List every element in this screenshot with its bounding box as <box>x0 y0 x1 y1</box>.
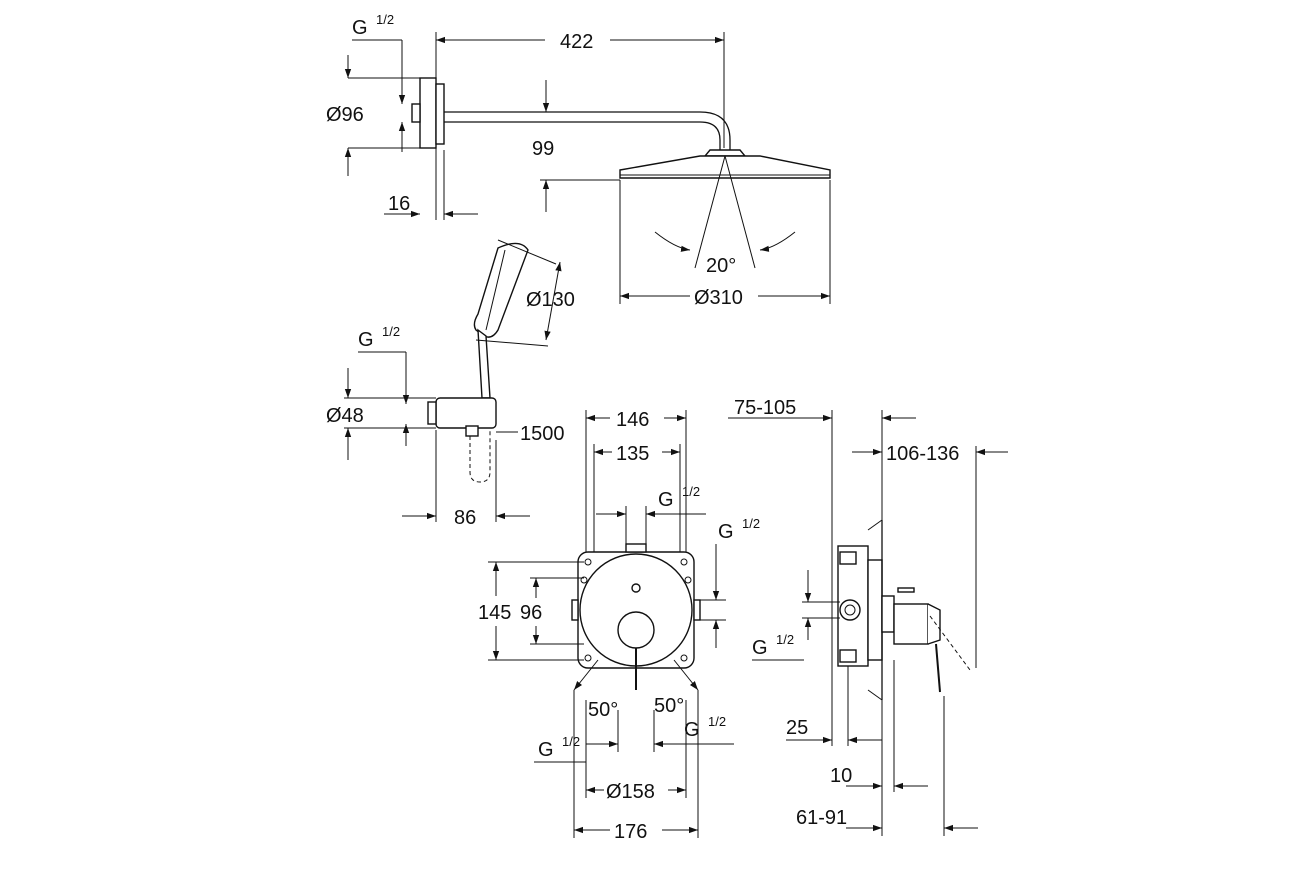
flange-nipple <box>411 103 421 123</box>
dim-g-half-7-frac: 1/2 <box>776 632 794 647</box>
dim-61-91: 61-91 <box>796 807 847 829</box>
dim-d310: Ø310 <box>694 287 743 309</box>
rain-shower-head <box>619 155 831 179</box>
dim-g-half-4-frac: 1/2 <box>742 516 760 531</box>
dim-145: 145 <box>478 602 511 624</box>
dim-g-half-1: G <box>352 17 368 39</box>
hose <box>469 428 491 483</box>
dim-g-half-5-frac: 1/2 <box>708 714 726 729</box>
dim-135: 135 <box>616 443 649 465</box>
dim-g-half-2-frac: 1/2 <box>382 324 400 339</box>
lever-housing <box>893 603 929 645</box>
dim-g-half-3-frac: 1/2 <box>682 484 700 499</box>
mixer-side-dimensions: 75-105 106-136 G 1/2 25 10 61-91 <box>728 397 1008 836</box>
dim-g-half-4: G <box>718 521 734 543</box>
dim-146: 146 <box>616 409 649 431</box>
mixer-side-view <box>837 519 971 701</box>
dim-g-half-2: G <box>358 329 374 351</box>
dim-10: 10 <box>830 765 852 787</box>
dim-422: 422 <box>560 31 593 53</box>
dim-106-136: 106-136 <box>886 443 959 465</box>
dim-g-half-5: G <box>684 719 700 741</box>
dim-16: 16 <box>388 193 410 215</box>
dim-d130: Ø130 <box>526 289 575 311</box>
dim-g-half-6-frac: 1/2 <box>562 734 580 749</box>
dim-50deg-right: 50° <box>654 695 684 717</box>
dim-20deg: 20° <box>706 255 736 277</box>
dim-d48: Ø48 <box>326 405 364 427</box>
dim-g-half-6: G <box>538 739 554 761</box>
dim-g-half-1-frac: 1/2 <box>376 12 394 27</box>
hand-shower-assembly <box>427 242 529 483</box>
dim-96-b: 96 <box>520 602 542 624</box>
dim-g-half-7: G <box>752 637 768 659</box>
mixer-handle-base <box>617 611 655 649</box>
wall-flange <box>419 77 437 149</box>
dim-d158: Ø158 <box>606 781 655 803</box>
hand-shower-dimensions: Ø130 G 1/2 Ø48 1500 86 <box>326 239 575 529</box>
mixer-front-view <box>571 543 701 691</box>
dim-d96: Ø96 <box>326 104 364 126</box>
arm-dimensions: 422 G 1/2 Ø96 16 99 20° Ø310 <box>326 12 831 309</box>
dim-99: 99 <box>532 138 554 160</box>
side-lever <box>935 643 941 693</box>
mixer-front-dimensions: 146 135 G 1/2 G 1/2 145 96 50° 50° <box>478 409 760 843</box>
shower-arm-assembly <box>411 77 831 269</box>
hand-shower-head <box>473 242 529 338</box>
dim-50deg-left: 50° <box>588 699 618 721</box>
wall-holder <box>435 397 497 429</box>
dim-176: 176 <box>614 821 647 843</box>
dim-25: 25 <box>786 717 808 739</box>
dim-g-half-3: G <box>658 489 674 511</box>
dim-86: 86 <box>454 507 476 529</box>
dim-1500: 1500 <box>520 423 565 445</box>
dim-75-105: 75-105 <box>734 397 796 419</box>
